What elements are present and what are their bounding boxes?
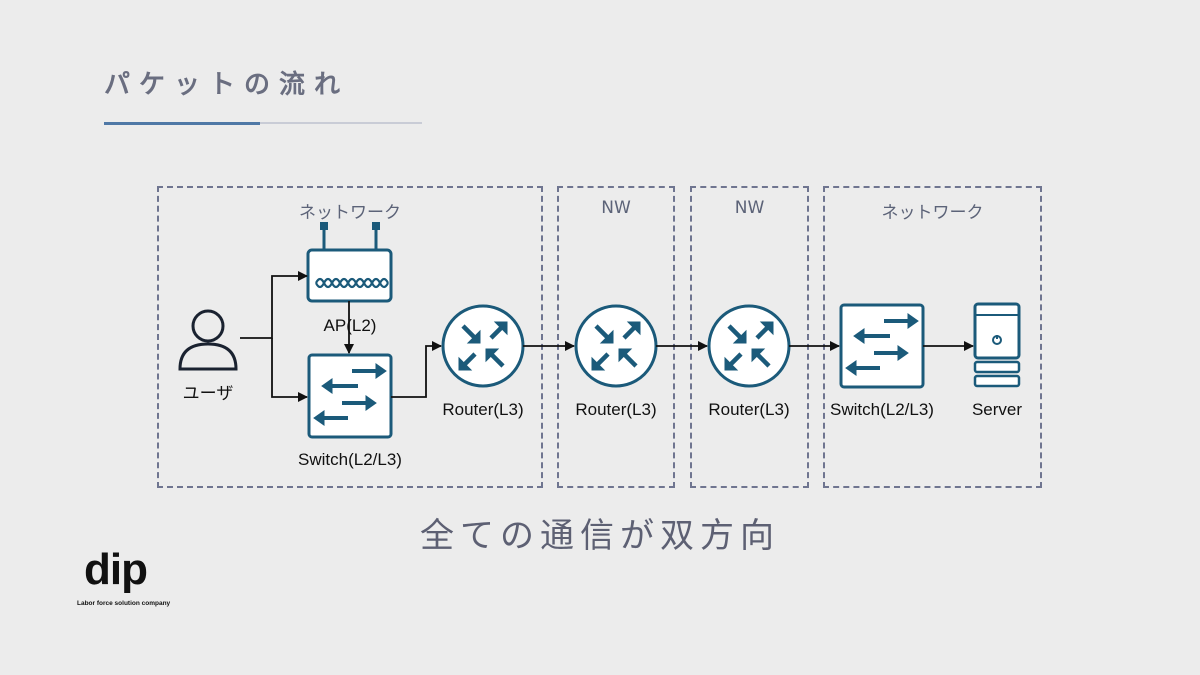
company-tagline: Labor force solution company <box>77 600 171 607</box>
title-underline <box>104 122 422 124</box>
zone-label-nw-2: NW <box>734 198 765 218</box>
title-underline-accent <box>104 122 260 125</box>
zone-network-left <box>157 186 543 488</box>
label-user: ユーザ <box>182 384 234 403</box>
company-logo: dip <box>84 545 148 594</box>
zone-network-right <box>823 186 1042 488</box>
label-router-3: Router(L3) <box>708 400 790 419</box>
zone-nw-2 <box>690 186 809 488</box>
user-icon <box>178 309 238 371</box>
router-1-icon <box>441 304 525 388</box>
label-router-2: Router(L3) <box>575 400 657 419</box>
page-title: パケットの流れ <box>104 70 350 100</box>
zone-nw-1 <box>557 186 675 488</box>
label-router-1: Router(L3) <box>442 400 524 419</box>
switch-right-icon <box>839 303 925 389</box>
router-3-icon <box>707 304 791 388</box>
label-switch-left: Switch(L2/L3) <box>298 450 402 469</box>
label-switch-right: Switch(L2/L3) <box>830 400 934 419</box>
label-server: Server <box>971 400 1023 419</box>
connectors <box>240 271 974 402</box>
zone-label-network-left: ネットワーク <box>299 203 401 223</box>
zone-label-network-right: ネットワーク <box>881 203 984 223</box>
switch-left-icon <box>307 353 393 439</box>
server-icon <box>973 302 1021 388</box>
zone-label-nw-1: NW <box>601 198 631 218</box>
label-ap: AP(L2) <box>323 316 377 335</box>
access-point-icon <box>306 222 393 303</box>
caption: 全ての通信が双方向 <box>420 516 780 556</box>
router-2-icon <box>574 304 658 388</box>
